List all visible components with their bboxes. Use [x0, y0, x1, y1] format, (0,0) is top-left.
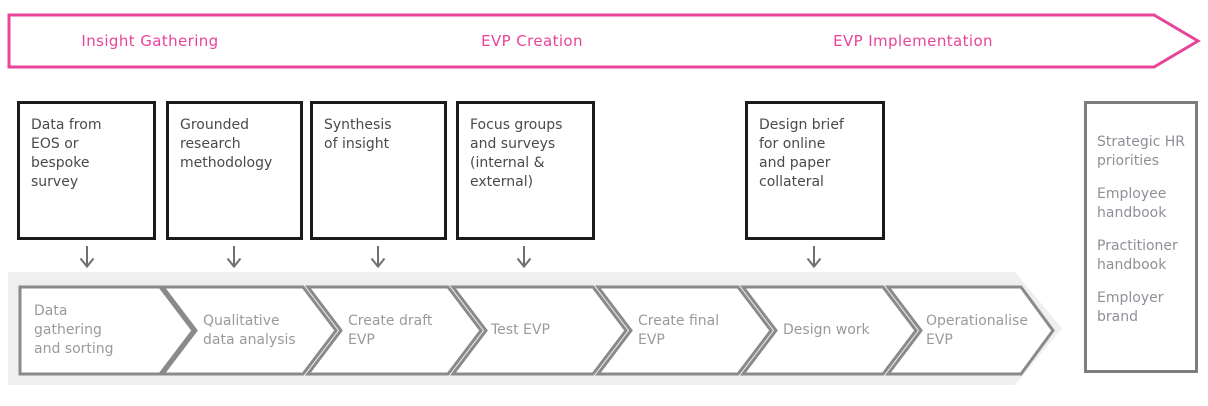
output-item-practitioner-handbook: Practitioner handbook [1097, 237, 1191, 275]
text-line: priorities [1097, 153, 1160, 169]
text-line: Create draft [348, 312, 433, 329]
down-arrow-icon [226, 246, 242, 269]
text-line: for online [759, 136, 826, 152]
text-line: Synthesis [324, 117, 392, 133]
text-line: survey [31, 174, 79, 190]
text-line: Qualitative [203, 312, 280, 329]
process-step-shape [304, 285, 483, 376]
down-arrow-icon [806, 246, 822, 269]
output-item-employee-handbook: Employee handbook [1097, 185, 1191, 223]
text-line: Data [34, 303, 68, 319]
text-line: methodology [180, 155, 273, 171]
text-line: Create final [638, 312, 720, 329]
down-arrow-icon [516, 246, 532, 269]
process-step-label-data-gathering: Data gathering and sorting [34, 287, 164, 374]
down-arrow-icon [79, 246, 95, 269]
text-line: (internal & [470, 155, 545, 171]
text-line: Data from [31, 117, 102, 133]
process-step-shape [739, 285, 918, 376]
input-box-grounded-research: Grounded research methodology [166, 101, 303, 240]
text-line: collateral [759, 174, 824, 190]
input-box-focus-groups: Focus groups and surveys (internal & extern… [456, 101, 595, 240]
text-line: Employee [1097, 186, 1167, 202]
output-item-employer-brand: Employer brand [1097, 289, 1191, 327]
process-step-shape [449, 285, 628, 376]
text-line: of insight [324, 136, 390, 152]
phase-banner-arrow-shape [7, 13, 1201, 69]
text-line: handbook [1097, 257, 1167, 273]
text-line: and sorting [34, 341, 114, 357]
text-line: Strategic HR [1097, 134, 1185, 150]
output-item-strategic-hr-priorities: Strategic HR priorities [1097, 133, 1191, 171]
text-line: EOS or [31, 136, 79, 152]
text-line: EVP [638, 331, 665, 348]
phase-label-insight-gathering: Insight Gathering [81, 32, 219, 50]
text-line: bespoke [31, 155, 90, 171]
process-step-shape [594, 285, 773, 376]
text-line: Design work [783, 322, 870, 338]
text-line: handbook [1097, 205, 1167, 221]
phase-label-evp-implementation: EVP Implementation [833, 32, 993, 50]
text-line: EVP [348, 331, 375, 348]
text-line: and surveys [470, 136, 556, 152]
input-box-synthesis-of-insight: Synthesis of insight [310, 101, 447, 240]
text-line: Practitioner [1097, 238, 1178, 254]
text-line: Focus groups [470, 117, 563, 133]
text-line: external) [470, 174, 534, 190]
text-line: Operationalise [926, 312, 1028, 329]
text-line: gathering [34, 322, 102, 338]
text-line: research [180, 136, 241, 152]
text-line: Employer [1097, 290, 1164, 306]
text-line: Test EVP [491, 322, 550, 338]
input-box-design-brief: Design brief for online and paper collatera… [745, 101, 885, 240]
process-step-label-design-work: Design work [783, 287, 913, 374]
process-step-label-test-evp: Test EVP [491, 287, 621, 374]
text-line: Design brief [759, 117, 844, 133]
phase-label-evp-creation: EVP Creation [481, 32, 583, 50]
text-line: Grounded [180, 117, 249, 133]
process-step-shape [884, 285, 1055, 376]
text-line: brand [1097, 309, 1138, 325]
process-step-shape [18, 285, 195, 376]
text-line: and paper [759, 155, 831, 171]
down-arrow-icon [370, 246, 386, 269]
process-step-label-qualitative-analysis: Qualitative data analysis [203, 287, 333, 374]
text-line: EVP [926, 331, 953, 348]
text-line: data analysis [203, 331, 296, 348]
process-step-shape [159, 285, 338, 376]
